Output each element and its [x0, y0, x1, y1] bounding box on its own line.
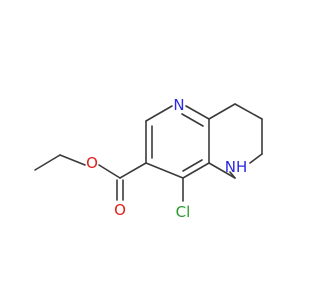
atom-chlorine: Cl	[176, 203, 191, 221]
bond-c4a-c4	[182, 162, 210, 179]
bond-c8-c7	[234, 103, 263, 120]
bond-carbonyl-c-ring	[119, 162, 147, 179]
atom-carbonyl-o: O	[114, 201, 126, 219]
atom-ester-o: O	[86, 154, 98, 172]
atom-ring-n: N	[173, 96, 184, 114]
structure-drawing: N NH O O Cl	[34, 96, 263, 221]
bond-n1-c8a	[185, 105, 210, 120]
bond-ch2-o	[59, 154, 86, 166]
molecule-canvas: N NH O O Cl	[34, 96, 263, 221]
bond-c6-n	[249, 153, 263, 164]
bond-c2-n1	[145, 105, 173, 122]
bond-c5-c4a	[208, 162, 236, 179]
bond-c4-c3	[145, 162, 184, 179]
bond-ch3-ch2	[34, 154, 61, 171]
bond-c8a-c8	[208, 103, 236, 120]
bond-o-carbonyl-c	[98, 164, 121, 179]
bond-c4a-c4-inner	[182, 159, 203, 172]
bond-n1-c8a-inner	[181, 113, 204, 127]
atom-amine-nh: NH	[225, 158, 248, 176]
